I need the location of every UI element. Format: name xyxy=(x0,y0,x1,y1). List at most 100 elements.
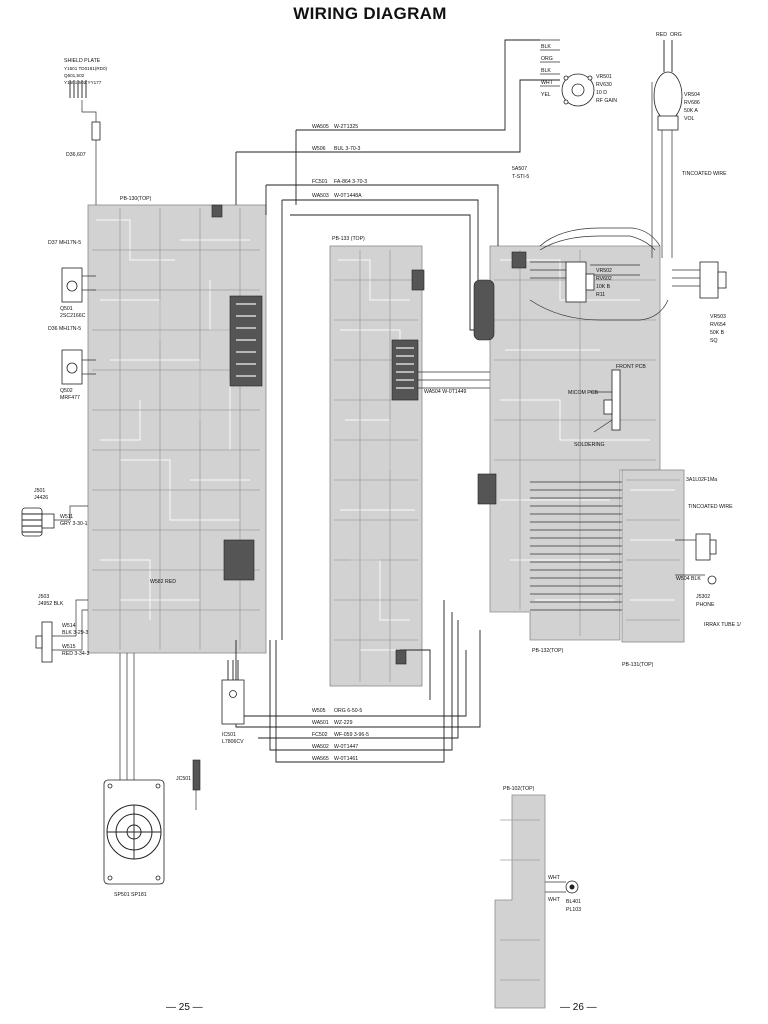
j5302-labels: J5302 PHONE xyxy=(696,594,715,608)
q501-labels: D37 MH17N-5 Q501 2SC2166C xyxy=(48,240,86,319)
svg-text:50K A: 50K A xyxy=(684,108,698,114)
svg-text:J503: J503 xyxy=(38,594,49,600)
label-pins-right: 3A1L02F1Ma xyxy=(686,477,717,483)
label-sp501: SP501 SP181 xyxy=(114,892,147,898)
w511-labels: W511 GRY 3-30-1 xyxy=(60,514,88,527)
svg-text:W506: W506 xyxy=(312,146,326,152)
regulator-ic501-icon xyxy=(221,660,245,725)
ic501-labels: IC501 L7806CV xyxy=(222,732,244,745)
board-connectors xyxy=(211,204,527,665)
svg-text:VR504: VR504 xyxy=(684,92,700,98)
label-pb133: PB-133 (TOP) xyxy=(332,236,365,242)
svg-text:WA501: WA501 xyxy=(312,720,329,726)
svg-text:FA-864 3-70-3: FA-864 3-70-3 xyxy=(334,179,367,185)
w5a-labels: 5A507 T-STI-5 xyxy=(512,166,529,180)
page-number-left: — 25 — xyxy=(166,1002,203,1013)
svg-text:R11: R11 xyxy=(596,292,605,298)
svg-text:Q501: Q501 xyxy=(60,306,73,312)
svg-text:RV630: RV630 xyxy=(596,82,612,88)
page-title: WIRING DIAGRAM xyxy=(293,4,447,23)
transistor-q502-icon xyxy=(61,349,83,385)
svg-text:5A507: 5A507 xyxy=(512,166,527,172)
svg-text:WHT: WHT xyxy=(548,897,561,903)
svg-text:WA565: WA565 xyxy=(312,756,329,762)
top-wire-labels: WA505 W-2T1325 W506 BUL 3-70-3 FC501 FA-… xyxy=(312,124,367,199)
svg-text:BLK 3-29-3: BLK 3-29-3 xyxy=(62,630,88,636)
svg-text:WHT: WHT xyxy=(541,80,554,86)
svg-text:GRY 3-30-1: GRY 3-30-1 xyxy=(60,521,88,527)
svg-text:BUL 3-70-3: BUL 3-70-3 xyxy=(334,146,360,152)
pl103-labels: WHT WHT BL401 PL103 xyxy=(548,875,581,913)
svg-text:PL103: PL103 xyxy=(566,907,581,913)
svg-text:VR501: VR501 xyxy=(596,74,612,80)
svg-text:WZ-229: WZ-229 xyxy=(334,720,353,726)
potentiometer-vr501-icon xyxy=(561,73,595,107)
svg-text:BL401: BL401 xyxy=(566,899,581,905)
svg-text:WHT: WHT xyxy=(548,875,561,881)
label-micom-pcb: MICOM PCB xyxy=(568,390,599,396)
svg-text:W-0T1448A: W-0T1448A xyxy=(334,193,362,199)
svg-text:WA505: WA505 xyxy=(312,124,329,130)
svg-text:FC501: FC501 xyxy=(312,179,328,185)
svg-text:RED: RED xyxy=(656,32,667,38)
svg-text:Y1501 TD0181(RD0): Y1501 TD0181(RD0) xyxy=(64,66,108,71)
vr503-labels: VR503 RV654 50K B SQ xyxy=(710,314,726,344)
potentiometer-vr504-icon xyxy=(653,40,683,131)
lamp-pl103-icon xyxy=(565,880,579,894)
svg-text:J5302: J5302 xyxy=(696,594,710,600)
svg-text:10 D: 10 D xyxy=(596,90,607,96)
svg-text:VOL: VOL xyxy=(684,116,694,122)
label-pb102: PB-102(TOP) xyxy=(503,786,535,792)
svg-text:J4426: J4426 xyxy=(34,495,48,501)
q502-labels: D36 MH17N-5 Q502 MRF477 xyxy=(48,326,81,401)
potentiometer-vr502-icon xyxy=(565,261,595,303)
vr504-wire-colors: RED ORG xyxy=(656,32,682,38)
svg-text:W511: W511 xyxy=(60,514,73,520)
vr502-labels: VR502 RV602 10K B R11 xyxy=(596,268,612,298)
bottom-wire-labels: W505 ORG 6-50-5 WA501 WZ-229 FC502 WF-05… xyxy=(312,708,369,762)
j503-labels: J503 J4952 BLK xyxy=(38,594,64,607)
jack-j501-icon xyxy=(21,507,55,537)
svg-text:W-0T1461: W-0T1461 xyxy=(334,756,358,762)
label-soldering: SOLDERING xyxy=(574,442,605,448)
jack-j503-icon xyxy=(35,621,53,663)
svg-text:RV654: RV654 xyxy=(710,322,726,328)
label-wa504: WA504 W-0T1449 xyxy=(424,389,466,395)
svg-text:W-2T1325: W-2T1325 xyxy=(334,124,358,130)
potentiometer-vr503-icon xyxy=(699,261,727,299)
jack-j5302-icon xyxy=(695,533,717,585)
transistor-q501-icon xyxy=(61,267,83,303)
svg-text:SQ: SQ xyxy=(710,338,718,344)
label-pb132: PB-132(TOP) xyxy=(532,648,564,654)
vr501-labels: VR501 RV630 10 D RF GAIN xyxy=(596,74,617,104)
svg-text:RV686: RV686 xyxy=(684,100,700,106)
svg-text:ORG: ORG xyxy=(670,32,682,38)
connector-jc501-icon xyxy=(192,759,201,791)
svg-text:PHONE: PHONE xyxy=(696,602,715,608)
svg-text:L7806CV: L7806CV xyxy=(222,739,244,745)
shield-plate-labels: SHIELD PLATE Y1501 TD0181(RD0) Q501,502 … xyxy=(64,58,108,85)
w514-w515-labels: W514 BLK 3-29-3 W515 RED 3-34-3 xyxy=(62,623,90,657)
svg-text:W505: W505 xyxy=(312,708,326,714)
label-w582: W582 RED xyxy=(150,579,176,585)
svg-text:WF-059 3-96-5: WF-059 3-96-5 xyxy=(334,732,369,738)
svg-text:VR503: VR503 xyxy=(710,314,726,320)
svg-text:J4952 BLK: J4952 BLK xyxy=(38,601,64,607)
label-pb131: PB-131(TOP) xyxy=(622,662,654,668)
shield-plate-pins xyxy=(69,80,101,141)
label-d36: D36,607 xyxy=(66,152,86,158)
vr504-labels: VR504 RV686 50K A VOL xyxy=(684,92,700,122)
svg-text:10K B: 10K B xyxy=(596,284,611,290)
svg-text:IC501: IC501 xyxy=(222,732,236,738)
pcb-pb133 xyxy=(329,245,423,687)
svg-text:WA503: WA503 xyxy=(312,193,329,199)
svg-text:ORG 6-50-5: ORG 6-50-5 xyxy=(334,708,362,714)
wire-bundles xyxy=(52,39,705,893)
svg-text:WA502: WA502 xyxy=(312,744,329,750)
label-tinned-wire-2: TINCOATED WIRE xyxy=(688,504,733,510)
svg-text:Q502: Q502 xyxy=(60,388,73,394)
svg-text:J501: J501 xyxy=(34,488,45,494)
svg-text:SHIELD PLATE: SHIELD PLATE xyxy=(64,58,101,64)
svg-text:T-STI-5: T-STI-5 xyxy=(512,174,529,180)
